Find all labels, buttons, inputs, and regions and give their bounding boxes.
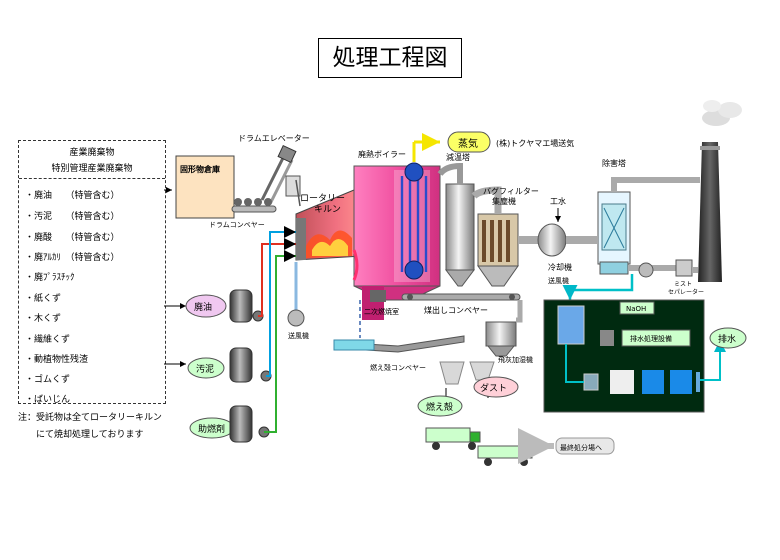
drum-elevator: ドラムエレベーター [238,134,310,207]
waste-item: ・動植物性残渣 [25,355,89,365]
secondary-combustion-chamber: 二次燃焼室 [362,286,399,320]
cooler: 工水 冷却機 送風機 [518,196,590,285]
waste-item: ・廃油 （特管含む） [25,191,120,201]
steam-destination-note: (株)トクヤマエ場送気 [496,138,574,148]
ash-conveyor-label: 燃え殻コンベヤー [370,363,426,372]
waste-item: ・廃ｱﾙｶﾘ （特管含む） [25,253,120,263]
dump-truck-icon [477,445,533,466]
solid-storage-warehouse: 固形物倉庫 [175,155,235,219]
waste-item: ・ゴムくず [25,375,71,385]
rotary-kiln-label: キルン [314,205,341,215]
rotary-kiln: ロータリー キルン [295,189,363,261]
storage-tank-icon [229,289,253,323]
industrial-water-label: 工水 [550,196,566,206]
storage-tank-icon [229,347,253,383]
dust-conveyor-label: 煤出しコンベヤー [424,305,488,315]
footnote-line: にて焼却処理しております [18,430,144,440]
scrubber-label: 除害塔 [602,158,626,168]
effluent-label: 排水 [718,333,736,345]
drum-elevator-label: ドラムエレベーター [238,134,310,143]
sludge-feed: 汚泥 [187,347,272,383]
waste-item: ・繊維くず [25,335,71,345]
solid-storage-label: 固形物倉庫 [180,164,220,174]
dust-humidifier: 飛灰加湿機 [485,300,533,364]
steam-label: 蒸気 [458,137,478,150]
ash-pile [439,361,495,385]
waste-item: ・廃酸 （特管含む） [25,233,120,243]
rotary-kiln-label: ロータリー [300,193,345,204]
drum-conveyor-label: ドラムコンベヤー [209,221,265,229]
cooler-label: 冷却機 [548,262,572,272]
bottom-ash-label: 燃え殻 [426,401,453,413]
storage-tank-icon [229,405,253,443]
waste-oil-label: 廃油 [194,301,212,313]
mist-separator-label: セパレーター [668,288,704,296]
air-fan-label: 送風機 [288,331,309,340]
waste-heading-industrial: 産業廃棄物 [69,148,115,158]
mist-separator-label: ミスト [674,281,692,288]
scrubber-water-line [562,274,634,300]
waste-item: ・廃ﾌﾟﾗｽﾁｯｸ [25,273,75,283]
bag-filter-label: バグフィルター [483,186,539,196]
bag-filter-label: 集塵機 [492,196,516,206]
dust-humidifier-label: 飛灰加湿機 [498,355,533,364]
aux-fuel-feed: 助燃剤 [189,405,270,443]
waste-oil-feed: 廃油 [185,289,264,323]
effluent-output: 排水 [709,327,747,349]
fly-ash-label: ダスト [480,382,507,394]
boiler-label: 廃熱ボイラー [358,149,406,159]
sludge-label: 汚泥 [196,363,214,375]
scrubber-tower: 除害塔 [590,158,700,275]
wastewater-treatment: 排水処理設備 NaOH [543,299,705,413]
waste-item: ・汚泥 （特管含む） [25,212,120,222]
dump-truck-icon [425,427,481,450]
final-disposal: 最終処分場へ [555,437,615,455]
fly-ash-output: ダスト [473,376,519,398]
waste-item: ・ばいじん [25,395,71,405]
drum-conveyor: ドラムコンベヤー [209,198,277,229]
footnote-line: 注：受託物は全てロータリーキルン [18,413,162,423]
aux-fuel-label: 助燃剤 [198,423,225,435]
cooling-tower-label: 減温塔 [446,152,470,162]
accepted-waste-list: 産業廃棄物 特別管理産業廃棄物 ・廃油 （特管含む） ・汚泥 （特管含む） ・廃… [18,140,166,405]
chimney-icon [692,100,742,282]
ash-conveyor: 燃え殻コンベヤー [333,300,465,372]
waste-heading-special: 特別管理産業廃棄物 [19,161,165,179]
effluent-line [700,340,726,381]
fuel-feed-line [264,250,296,433]
sludge-feed-line [266,226,296,377]
bottom-ash-output: 燃え殻 [417,395,463,417]
blower-label: 送風機 [548,276,569,285]
cooling-tower: 減温塔 [437,152,475,287]
footnote: 注：受託物は全てロータリーキルン にて焼却処理しております [18,410,162,444]
waste-heat-boiler: 廃熱ボイラー [352,149,441,301]
page-title: 処理工程図 [318,38,462,78]
dust-conveyor: 煤出しコンベヤー [401,293,521,315]
waste-item: ・木くず [25,314,62,324]
air-fan: 送風機 [287,309,309,340]
naoh-label: NaOH [626,305,646,313]
waste-item: ・紙くず [25,294,62,304]
mist-separator: ミスト セパレーター [628,259,704,296]
oil-feed-line [258,238,296,317]
steam-output: 蒸気 (株)トクヤマエ場送気 [447,131,574,153]
wastewater-facility-label: 排水処理設備 [630,334,672,343]
bag-filter: バグフィルター 集塵機 [471,186,539,287]
final-disposal-label: 最終処分場へ [560,443,602,452]
secondary-chamber-label: 二次燃焼室 [364,307,399,316]
